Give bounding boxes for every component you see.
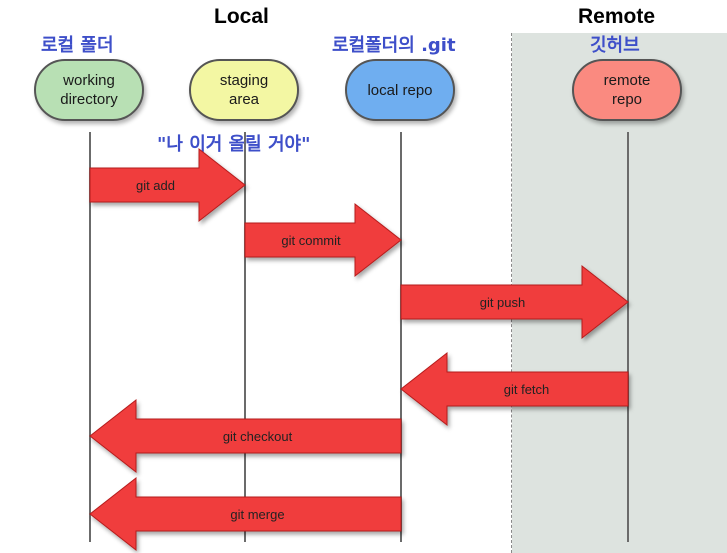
remote-repo-node: remote repo [572, 59, 682, 121]
remote-heading: Remote [578, 5, 656, 28]
remote-repo-lifeline [627, 132, 629, 542]
staging-area-lifeline [244, 132, 246, 542]
github-annotation: 깃허브 [590, 35, 640, 56]
stage-note-annotation: "나 이거 올릴 거야" [157, 134, 311, 155]
git-add-arrow [89, 147, 246, 223]
git-add-label: git add [136, 178, 175, 193]
working-directory-lifeline [89, 132, 91, 542]
working-directory-node: working directory [34, 59, 144, 121]
git-merge-label: git merge [230, 507, 284, 522]
git-checkout-arrow [89, 398, 402, 474]
git-fetch-arrow [400, 351, 629, 427]
git-commit-label: git commit [281, 233, 341, 248]
local-heading: Local [214, 5, 269, 28]
local-git-annotation: 로컬폴더의 .git [332, 35, 456, 56]
git-merge-arrow [89, 476, 402, 552]
git-push-arrow [400, 264, 629, 340]
git-commit-arrow [244, 202, 402, 278]
staging-area-node: staging area [189, 59, 299, 121]
local-repo-node: local repo [345, 59, 455, 121]
git-checkout-label: git checkout [223, 429, 293, 444]
local-folder-annotation: 로컬 폴더 [41, 35, 114, 56]
local-repo-lifeline [400, 132, 402, 542]
git-push-label: git push [480, 295, 526, 310]
git-fetch-label: git fetch [504, 382, 550, 397]
